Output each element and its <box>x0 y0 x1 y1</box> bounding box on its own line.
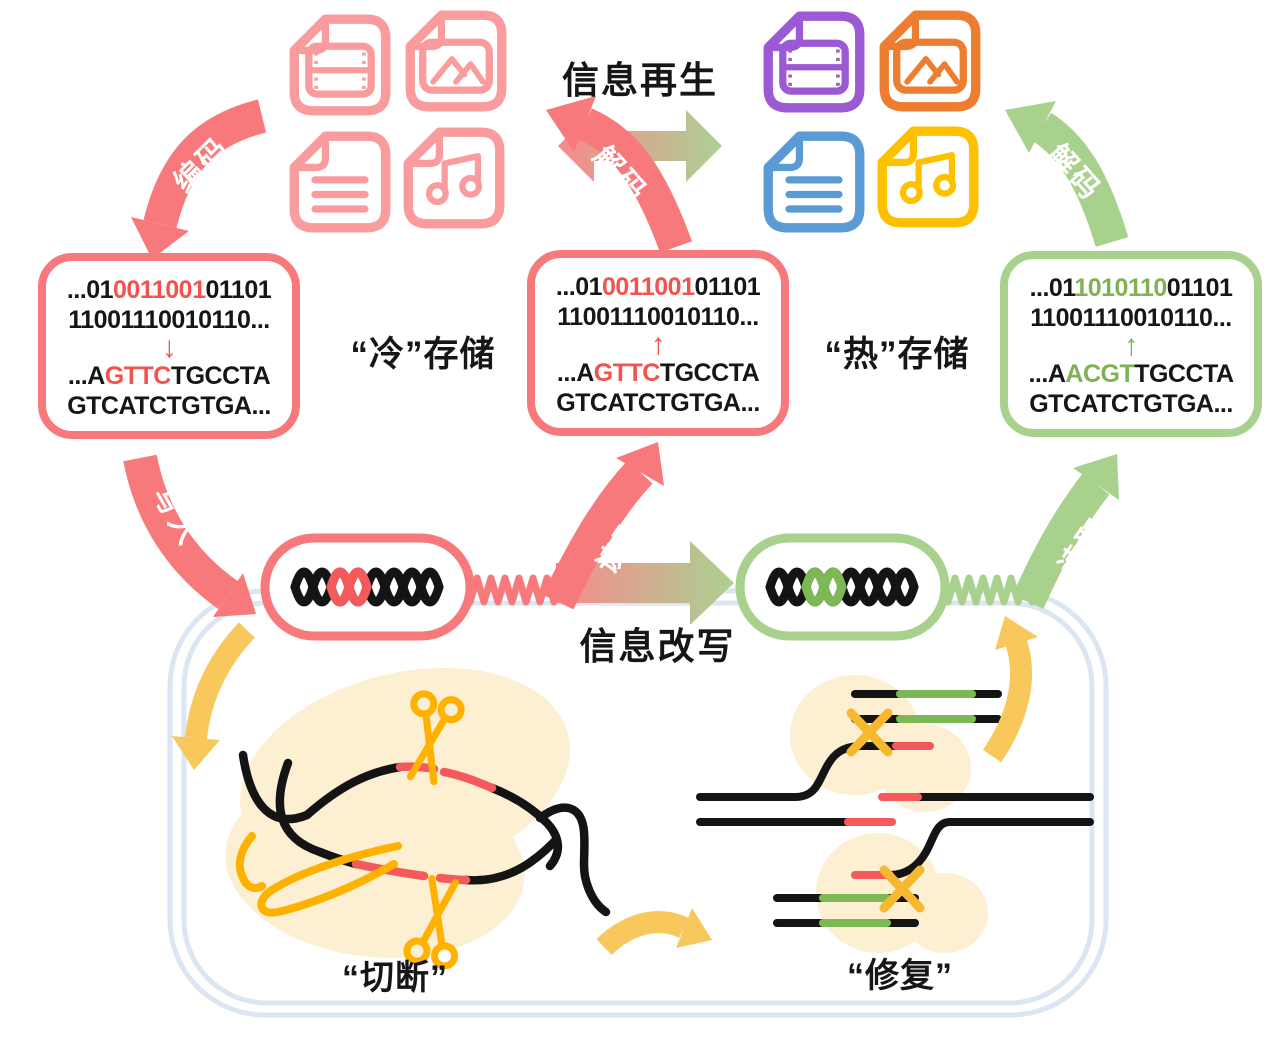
target-file-icons <box>768 15 976 228</box>
binary-line-2: 11001110010110... <box>557 303 759 331</box>
code-box-cold-read: ...01001100101101 11001110010110... ↑ ..… <box>527 250 789 436</box>
rewrite-arrow <box>556 541 734 625</box>
music-file-icon <box>408 132 500 224</box>
encode-arrow <box>131 99 267 259</box>
source-file-icons <box>294 15 502 228</box>
decode-direction-arrow-icon: ↑ <box>650 328 666 361</box>
label-info-regen: 信息再生 <box>562 60 718 101</box>
binary-line-2: 11001110010110... <box>68 306 270 334</box>
dna-line-1: ...AGTTCTGCCTA <box>67 362 271 390</box>
binary-line-1: ...01001100101101 <box>66 276 272 304</box>
dna-line-2: GTCATCTGTGA... <box>67 392 271 420</box>
dna-line-2: GTCATCTGTGA... <box>556 389 760 417</box>
yellow-arrow-repair-to-capsule <box>982 616 1038 763</box>
label-cold-storage: “冷”存储 <box>350 335 496 374</box>
dna-capsule-green <box>735 533 950 641</box>
cut-enzyme-blob <box>225 668 570 958</box>
image-file-icon <box>884 15 976 107</box>
label-cut: “切断” <box>342 959 448 997</box>
image-file-icon <box>410 15 502 107</box>
dna-line-1: ...AGTTCTGCCTA <box>556 359 760 387</box>
text-file-icon <box>768 136 860 228</box>
code-box-cold-write: ...01001100101101 11001110010110... ↓ ..… <box>38 253 300 439</box>
cut-plasmid-strands <box>238 750 611 917</box>
music-file-icon <box>882 131 974 223</box>
binary-line-1: ...01001100101101 <box>555 273 761 301</box>
text-file-icon <box>294 136 386 228</box>
read-arrow-right <box>1012 454 1119 609</box>
label-info-rewrite: 信息改写 <box>579 626 736 667</box>
write-arrow <box>123 454 256 617</box>
video-file-icon <box>768 16 860 108</box>
label-repair: “修复” <box>847 957 953 995</box>
binary-line-2: 11001110010110... <box>1030 304 1232 332</box>
decode-direction-arrow-icon: ↑ <box>1123 329 1139 362</box>
decode-arrow-left <box>546 96 692 253</box>
dna-capsule-red <box>260 533 475 641</box>
video-file-icon <box>294 19 386 111</box>
crossover-x-marks <box>846 708 925 913</box>
green-squiggle-connector <box>944 574 1036 606</box>
label-hot-storage: “热”存储 <box>824 335 970 374</box>
read-arrow-left <box>542 442 664 610</box>
guide-squiggle <box>235 832 402 917</box>
binary-line-1: ...01101011001101 <box>1029 274 1233 302</box>
yellow-arrow-cut-to-repair <box>596 908 712 956</box>
red-squiggle-connector <box>466 574 558 606</box>
encode-direction-arrow-icon: ↓ <box>161 331 177 364</box>
repair-strands <box>696 690 1094 927</box>
dna-line-2: GTCATCTGTGA... <box>1029 390 1233 418</box>
dna-line-1: ...AACGTTGCCTA <box>1028 360 1234 388</box>
code-box-hot-read: ...01101011001101 11001110010110... ↑ ..… <box>1000 251 1262 437</box>
yellow-arrow-into-cell <box>172 622 256 770</box>
decode-arrow-right <box>1005 101 1129 247</box>
